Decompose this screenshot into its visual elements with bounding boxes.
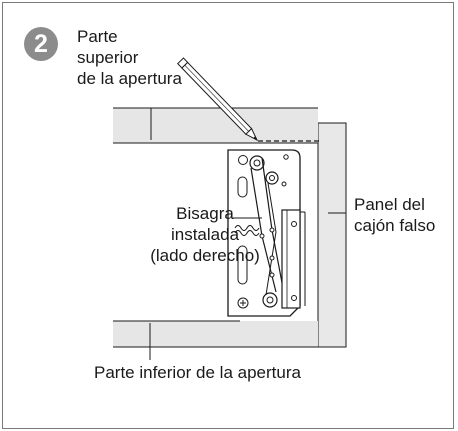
false-drawer-panel <box>317 122 347 348</box>
panel-label: Panel del cajón falso <box>354 194 435 236</box>
bottom-opening-label: Parte inferior de la apertura <box>94 363 301 382</box>
hinge-label-line: Bisagra <box>176 204 234 223</box>
hinge-label-line: (lado derecho) <box>150 246 260 265</box>
pencil-icon <box>177 57 259 142</box>
top-opening-rail <box>113 107 318 144</box>
hinge-label-line: instalada <box>170 225 240 244</box>
bottom-opening-rail <box>113 320 318 348</box>
top-opening-label-line: superior <box>77 48 139 67</box>
panel-label-line: Panel del <box>354 195 425 214</box>
top-opening-label: Parte superior de la apertura <box>77 26 182 89</box>
top-opening-label-line: Parte <box>77 27 118 46</box>
panel-label-line: cajón falso <box>354 216 436 235</box>
hinge-plate <box>227 149 306 317</box>
step-number-badge: 2 <box>24 27 58 61</box>
top-opening-label-line: de la apertura <box>77 69 182 88</box>
